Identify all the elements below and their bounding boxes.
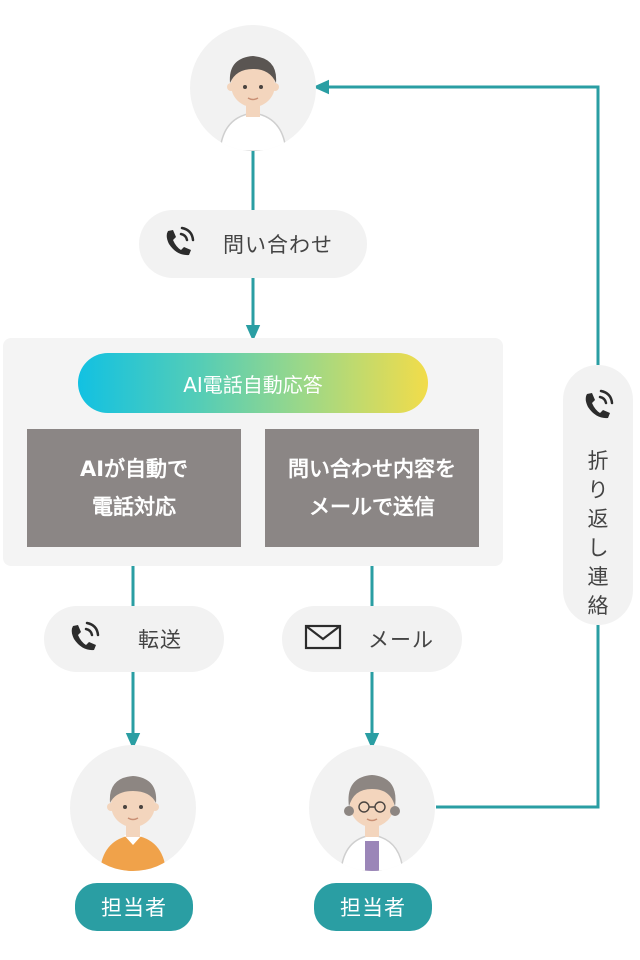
staff-badge-left: 担当者 [75,883,193,931]
callback-label: 折 り 返 し 連 絡 [563,447,633,621]
send-by-mail-box: 問い合わせ内容を メールで送信 [265,429,479,547]
ai-auto-response-title: AI電話自動応答 [78,353,428,413]
customer-avatar [190,25,316,151]
ai-auto-call-line1: AIが自動で [80,450,188,488]
inquiry-pill: 問い合わせ [139,210,367,278]
ai-auto-call-line2: 電話対応 [92,488,176,526]
mail-pill: メール [282,606,462,672]
phone-icon [66,619,102,659]
ai-auto-call-box: AIが自動で 電話対応 [27,429,241,547]
staff-avatar-left [70,745,196,871]
mail-label: メール [368,624,434,654]
transfer-pill: 転送 [44,606,224,672]
staff-badge-right: 担当者 [314,883,432,931]
staff-avatar-right [309,745,435,871]
inquiry-label: 問い合わせ [223,229,333,259]
envelope-icon [304,622,342,656]
send-by-mail-line1: 問い合わせ内容を [288,450,456,488]
phone-icon [161,224,197,264]
send-by-mail-line2: メールで送信 [309,488,435,526]
phone-icon [580,387,616,427]
callback-pill: 折 り 返 し 連 絡 [563,365,633,625]
transfer-label: 転送 [138,624,182,654]
